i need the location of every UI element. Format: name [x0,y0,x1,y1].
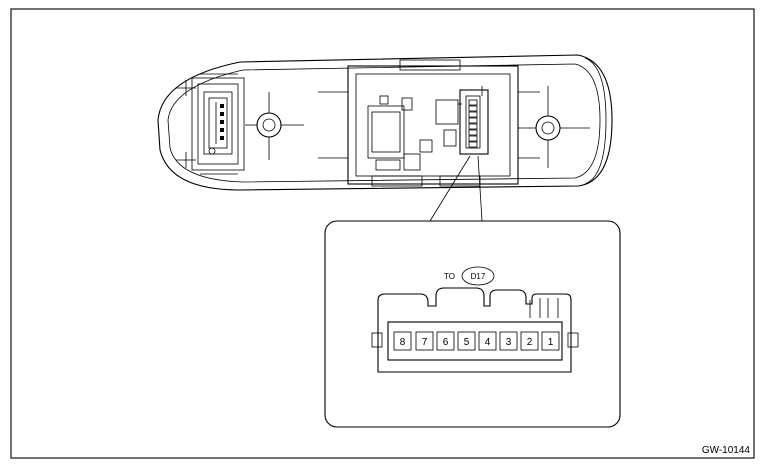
pin-number: 5 [464,337,470,348]
pin-row: 8 7 6 5 4 3 2 [393,331,560,351]
pin-cell: 1 [541,331,560,351]
pin-cell: 4 [478,331,497,351]
figure-id-label: GW-10144 [702,445,751,456]
right-screw-boss [518,86,590,168]
figure-border [10,8,755,459]
pin-cell: 8 [393,331,412,351]
connector-id-text: D17 [471,272,486,281]
pin-cell: 5 [457,331,476,351]
pin-number: 3 [506,337,512,348]
pin-cell: 6 [436,331,455,351]
pin-number: 7 [422,337,428,348]
pin-cell: 3 [499,331,518,351]
connector-callout-box: TO D17 8 7 6 [324,220,621,428]
callout-leader-lines [429,155,483,222]
centre-frame [318,59,540,187]
left-screw-boss [245,92,304,160]
pin-number: 2 [527,337,533,348]
switch-assembly-drawing [157,54,613,191]
callout-prefix-text: TO [444,272,455,281]
left-connector-housing [176,73,245,175]
pin-number: 6 [443,337,449,348]
connector-face [371,287,579,373]
connector-id-oval [461,266,495,286]
pin-cell: 2 [520,331,539,351]
pin-cell: 7 [415,331,434,351]
pin-number: 1 [548,337,554,348]
connector-d17-location [458,86,489,155]
pin-number: 4 [485,337,491,348]
pin-number: 8 [400,337,406,348]
